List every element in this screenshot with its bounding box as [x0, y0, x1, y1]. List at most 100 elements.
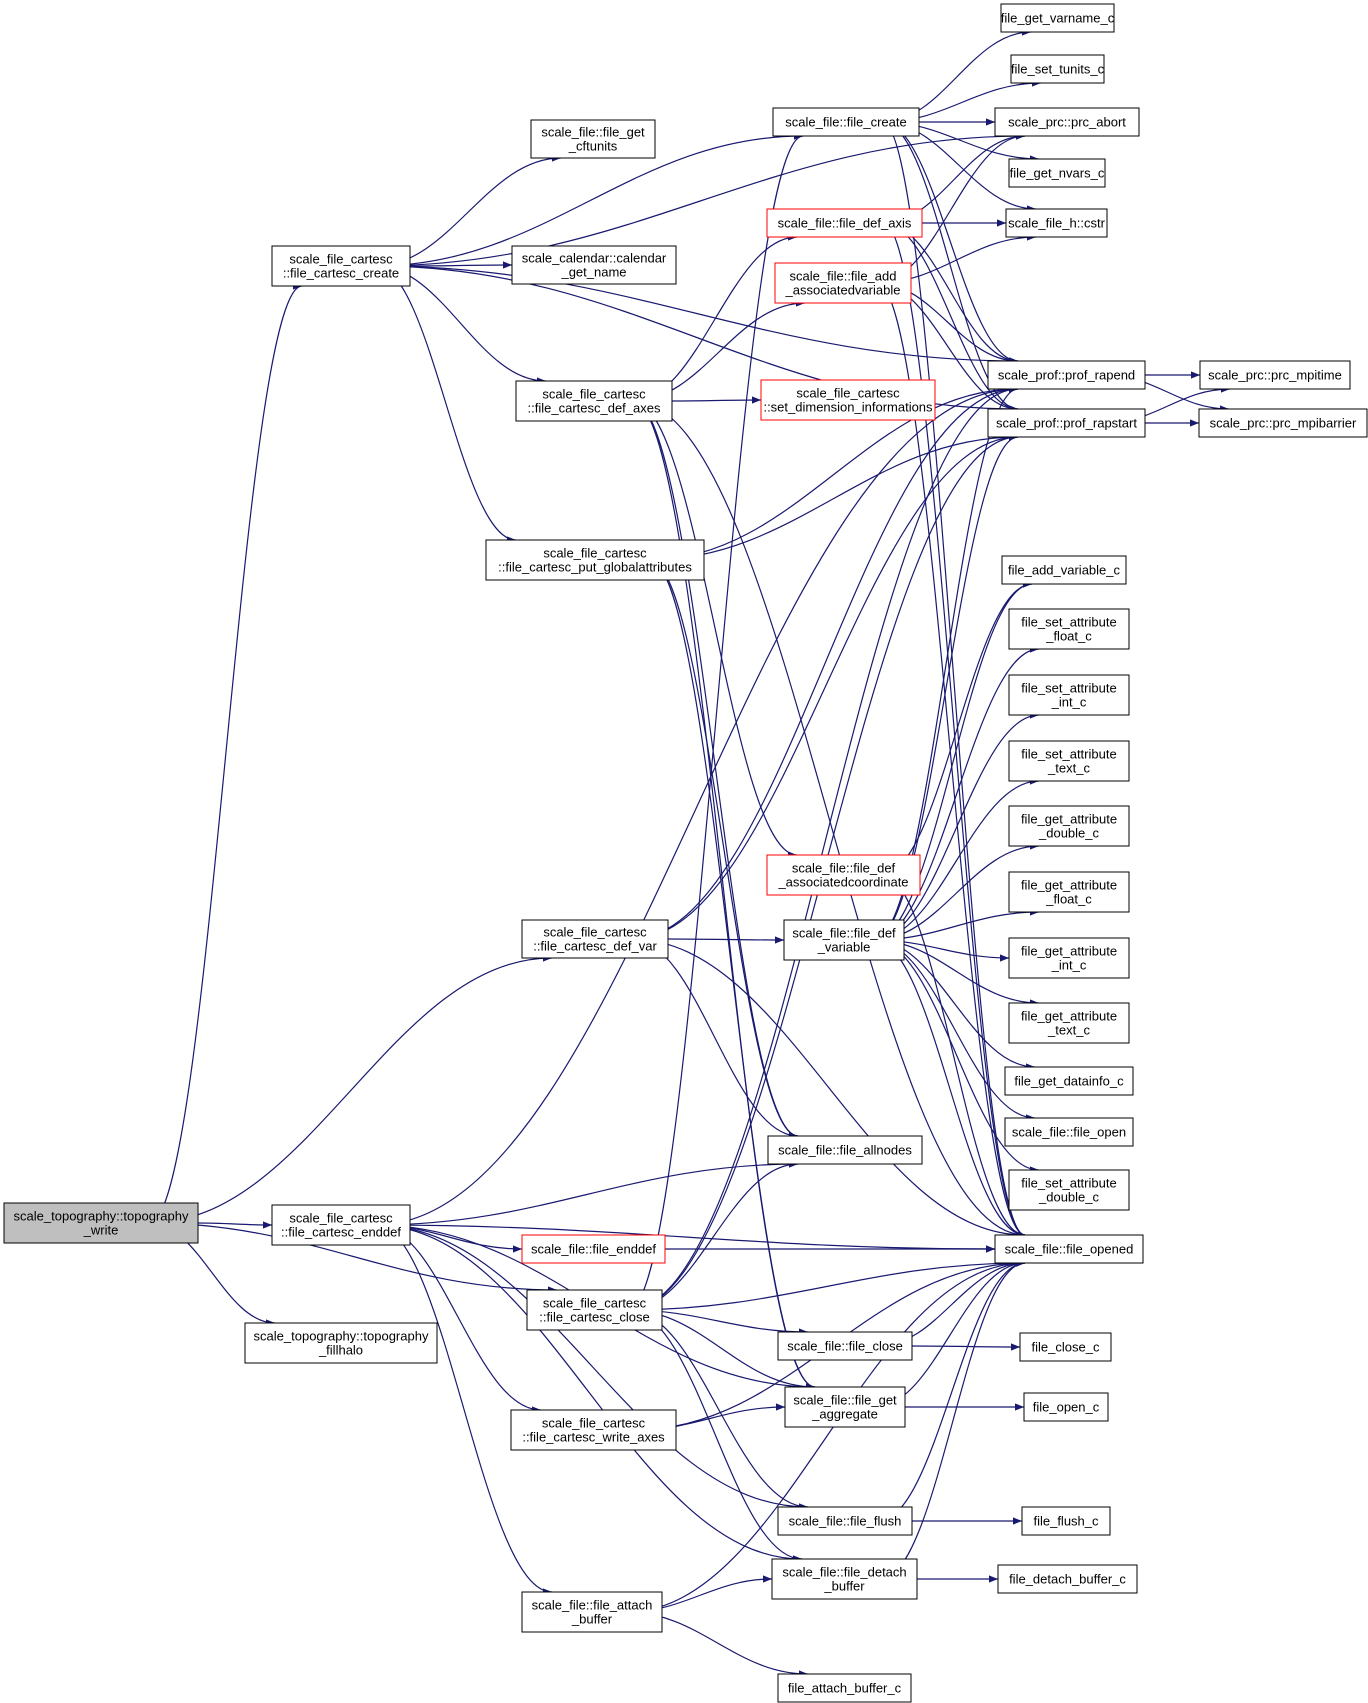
node-label: scale_file_cartesc: [796, 386, 900, 401]
node-attach_buffer[interactable]: scale_file::file_attach_buffer: [521, 1591, 663, 1633]
node-cal_name[interactable]: scale_calendar::calendar_get_name: [511, 245, 677, 285]
node-set_tunits_c[interactable]: file_set_tunits_c: [1010, 54, 1105, 84]
node-file_flush[interactable]: scale_file::file_flush: [777, 1506, 913, 1536]
node-get_attr_double_c[interactable]: file_get_attribute_double_c: [1008, 805, 1130, 847]
node-label: file_close_c: [1032, 1340, 1100, 1355]
node-label: ::file_cartesc_put_globalattributes: [498, 560, 692, 575]
node-add_assoc[interactable]: scale_file::file_add_associatedvariable: [774, 262, 912, 304]
node-def_variable[interactable]: scale_file::file_def_variable: [783, 919, 905, 961]
node-def_var[interactable]: scale_file_cartesc::file_cartesc_def_var: [521, 919, 669, 959]
node-label: scale_file::file_def: [792, 926, 896, 941]
node-cftunits[interactable]: scale_file::file_get_cftunits: [530, 119, 656, 159]
node-file_create[interactable]: scale_file::file_create: [772, 107, 920, 137]
node-box: [1008, 1002, 1130, 1044]
node-label: file_detach_buffer_c: [1009, 1572, 1126, 1587]
edge-fc_close-to-file_create: [628, 132, 804, 1311]
node-box: [526, 1289, 663, 1331]
node-flush_c[interactable]: file_flush_c: [1021, 1506, 1111, 1536]
edge-root-to-fc_enddef: [197, 1221, 273, 1229]
node-label: file_get_attribute: [1021, 1009, 1117, 1024]
node-add_variable_c[interactable]: file_add_variable_c: [1001, 555, 1127, 585]
node-box: [1021, 1506, 1111, 1536]
node-file_opened[interactable]: scale_file::file_opened: [994, 1234, 1144, 1264]
node-box: [1023, 1392, 1109, 1422]
node-write_axes[interactable]: scale_file_cartesc::file_cartesc_write_a…: [510, 1409, 677, 1451]
node-set_attr_float_c[interactable]: file_set_attribute_float_c: [1008, 608, 1130, 650]
node-label: file_get_datainfo_c: [1014, 1074, 1124, 1089]
node-label: file_get_nvars_c: [1010, 166, 1105, 181]
node-box: [766, 854, 921, 896]
node-box: [771, 1558, 918, 1600]
node-attach_buffer_c[interactable]: file_attach_buffer_c: [777, 1673, 912, 1703]
node-set_attr_text_c[interactable]: file_set_attribute_text_c: [1008, 740, 1130, 782]
node-box: [1008, 937, 1130, 979]
node-get_nvars_c[interactable]: file_get_nvars_c: [1008, 158, 1106, 188]
node-get_aggregate[interactable]: scale_file::file_get_aggregate: [784, 1386, 906, 1428]
node-file_close[interactable]: scale_file::file_close: [777, 1331, 913, 1361]
node-set_attr_double_c[interactable]: file_set_attribute_double_c: [1008, 1169, 1130, 1211]
node-label: file_set_attribute: [1021, 747, 1116, 762]
node-prc_mpibarrier[interactable]: scale_prc::prc_mpibarrier: [1198, 408, 1368, 438]
node-prc_abort[interactable]: scale_prc::prc_abort: [994, 107, 1140, 137]
node-topo_fillhalo[interactable]: scale_topography::topography_fillhalo: [244, 1322, 438, 1364]
node-def_axis[interactable]: scale_file::file_def_axis: [766, 208, 923, 238]
node-label: ::file_cartesc_write_axes: [522, 1430, 665, 1445]
node-label: scale_prof::prof_rapstart: [996, 416, 1137, 431]
node-label: scale_file::file_def_axis: [778, 216, 912, 231]
node-detach_buffer_c[interactable]: file_detach_buffer_c: [997, 1564, 1138, 1594]
node-box: [271, 1204, 411, 1246]
node-root[interactable]: scale_topography::topography_write: [3, 1202, 199, 1244]
node-file_enddef[interactable]: scale_file::file_enddef: [521, 1234, 666, 1264]
node-box: [1008, 1169, 1130, 1211]
node-prof_rapend[interactable]: scale_prof::prof_rapend: [987, 360, 1146, 390]
node-get_attr_text_c[interactable]: file_get_attribute_text_c: [1008, 1002, 1130, 1044]
edge-layer: [149, 28, 1231, 1678]
node-box: [1008, 674, 1130, 716]
node-set_dim[interactable]: scale_file_cartesc::set_dimension_inform…: [760, 379, 936, 421]
node-label: scale_file::file_detach: [782, 1565, 906, 1580]
node-put_global[interactable]: scale_file_cartesc::file_cartesc_put_glo…: [485, 539, 705, 581]
node-prc_mpitime[interactable]: scale_prc::prc_mpitime: [1199, 360, 1351, 390]
node-close_c[interactable]: file_close_c: [1019, 1332, 1112, 1362]
node-label: ::file_cartesc_enddef: [281, 1225, 401, 1240]
node-fc_create[interactable]: scale_file_cartesc::file_cartesc_create: [271, 245, 411, 287]
node-def_axes[interactable]: scale_file_cartesc::file_cartesc_def_axe…: [515, 380, 673, 422]
node-box: [521, 919, 669, 959]
node-allnodes[interactable]: scale_file::file_allnodes: [767, 1135, 923, 1165]
edge-put_global-to-allnodes: [649, 559, 799, 1140]
edge-fc_create-to-cal_name: [409, 261, 513, 269]
node-get_varname_c[interactable]: file_get_varname_c: [1000, 3, 1115, 33]
node-box: [1005, 208, 1108, 238]
node-box: [783, 919, 905, 961]
node-prof_rapstart[interactable]: scale_prof::prof_rapstart: [987, 408, 1146, 438]
node-def_assoc_coord[interactable]: scale_file::file_def_associatedcoordinat…: [766, 854, 921, 896]
node-box: [1008, 740, 1130, 782]
node-box: [1004, 1117, 1134, 1147]
node-detach_buffer[interactable]: scale_file::file_detach_buffer: [771, 1558, 918, 1600]
node-box: [760, 379, 936, 421]
node-label: scale_prc::prc_mpitime: [1208, 368, 1342, 383]
node-box: [530, 119, 656, 159]
node-fc_enddef[interactable]: scale_file_cartesc::file_cartesc_enddef: [271, 1204, 411, 1246]
edge-fc_enddef-to-allnodes: [375, 1160, 799, 1226]
edge-fc_enddef-to-file_opened: [375, 1224, 996, 1253]
node-file_open[interactable]: scale_file::file_open: [1004, 1117, 1134, 1147]
node-label: _double_c: [1038, 826, 1099, 841]
node-get_datainfo_c[interactable]: file_get_datainfo_c: [1004, 1066, 1134, 1096]
node-box: [994, 107, 1140, 137]
node-cstr[interactable]: scale_file_h::cstr: [1005, 208, 1108, 238]
node-box: [1010, 54, 1105, 84]
node-set_attr_int_c[interactable]: file_set_attribute_int_c: [1008, 674, 1130, 716]
edge-def_axes-to-set_dim: [671, 396, 762, 404]
edge-file_create-to-file_opened: [882, 121, 1026, 1239]
node-get_attr_int_c[interactable]: file_get_attribute_int_c: [1008, 937, 1130, 979]
node-fc_close[interactable]: scale_file_cartesc::file_cartesc_close: [526, 1289, 663, 1331]
node-open_c[interactable]: file_open_c: [1023, 1392, 1109, 1422]
node-get_attr_float_c[interactable]: file_get_attribute_float_c: [1008, 871, 1130, 913]
node-label: scale_file::file_get: [541, 125, 645, 140]
node-label: scale_file_cartesc: [289, 252, 393, 267]
node-label: scale_file_cartesc: [289, 1211, 393, 1226]
edge-fc_create-to-prof_rapend: [375, 265, 1019, 365]
node-label: _get_name: [560, 265, 626, 280]
